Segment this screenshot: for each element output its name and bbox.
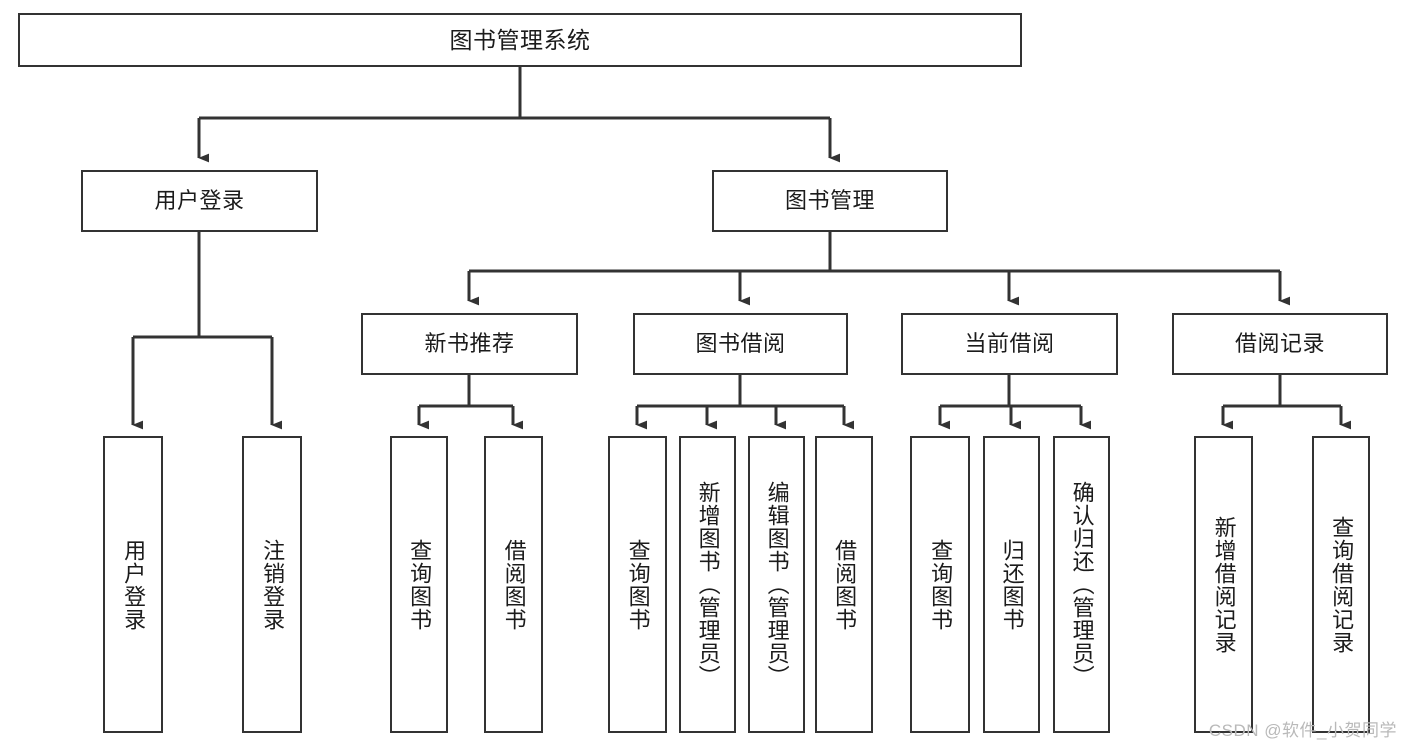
- node-leaf-edit-book-label: 编辑图书（管理员）: [764, 481, 790, 688]
- node-leaf-query-record[interactable]: 查询借阅记录: [1312, 436, 1370, 733]
- node-book-management-label: 图书管理: [784, 187, 875, 213]
- node-current-borrow[interactable]: 当前借阅: [901, 313, 1118, 375]
- node-leaf-query-book-1-label: 查询图书: [407, 538, 433, 631]
- node-leaf-query-book-2[interactable]: 查询图书: [608, 436, 667, 733]
- node-leaf-return-book[interactable]: 归还图书: [983, 436, 1040, 733]
- node-leaf-logout-login[interactable]: 注销登录: [242, 436, 302, 733]
- node-borrow-record[interactable]: 借阅记录: [1172, 313, 1388, 375]
- node-leaf-add-record-label: 新增借阅记录: [1211, 515, 1237, 654]
- node-leaf-query-book-2-label: 查询图书: [625, 538, 651, 631]
- node-user-login[interactable]: 用户登录: [81, 170, 318, 232]
- node-leaf-confirm-return-label: 确认归还（管理员）: [1069, 481, 1095, 688]
- node-book-borrow-label: 图书借阅: [695, 330, 786, 356]
- node-book-management[interactable]: 图书管理: [712, 170, 948, 232]
- node-user-login-label: 用户登录: [154, 187, 245, 213]
- node-leaf-borrow-book-2[interactable]: 借阅图书: [815, 436, 873, 733]
- node-leaf-return-book-label: 归还图书: [999, 538, 1025, 631]
- node-book-borrow[interactable]: 图书借阅: [633, 313, 848, 375]
- watermark-text: CSDN @软件_小贺同学: [1208, 721, 1397, 740]
- node-leaf-query-record-label: 查询借阅记录: [1329, 515, 1355, 654]
- node-leaf-add-book[interactable]: 新增图书（管理员）: [679, 436, 736, 733]
- node-leaf-user-login-label: 用户登录: [121, 538, 147, 631]
- node-leaf-confirm-return[interactable]: 确认归还（管理员）: [1053, 436, 1110, 733]
- node-leaf-logout-login-label: 注销登录: [260, 538, 286, 631]
- node-leaf-user-login[interactable]: 用户登录: [103, 436, 163, 733]
- node-leaf-query-book-3-label: 查询图书: [928, 538, 954, 631]
- node-leaf-borrow-book-1[interactable]: 借阅图书: [484, 436, 543, 733]
- node-leaf-borrow-book-2-label: 借阅图书: [832, 538, 858, 631]
- node-new-book-recommend[interactable]: 新书推荐: [361, 313, 578, 375]
- node-leaf-edit-book[interactable]: 编辑图书（管理员）: [748, 436, 805, 733]
- node-leaf-borrow-book-1-label: 借阅图书: [501, 538, 527, 631]
- node-leaf-query-book-1[interactable]: 查询图书: [390, 436, 448, 733]
- node-current-borrow-label: 当前借阅: [964, 330, 1055, 356]
- node-root[interactable]: 图书管理系统: [18, 13, 1022, 67]
- node-borrow-record-label: 借阅记录: [1234, 330, 1325, 356]
- node-leaf-query-book-3[interactable]: 查询图书: [910, 436, 970, 733]
- node-new-book-recommend-label: 新书推荐: [424, 330, 515, 356]
- node-root-label: 图书管理系统: [449, 26, 591, 53]
- node-leaf-add-record[interactable]: 新增借阅记录: [1194, 436, 1253, 733]
- node-leaf-add-book-label: 新增图书（管理员）: [695, 481, 721, 688]
